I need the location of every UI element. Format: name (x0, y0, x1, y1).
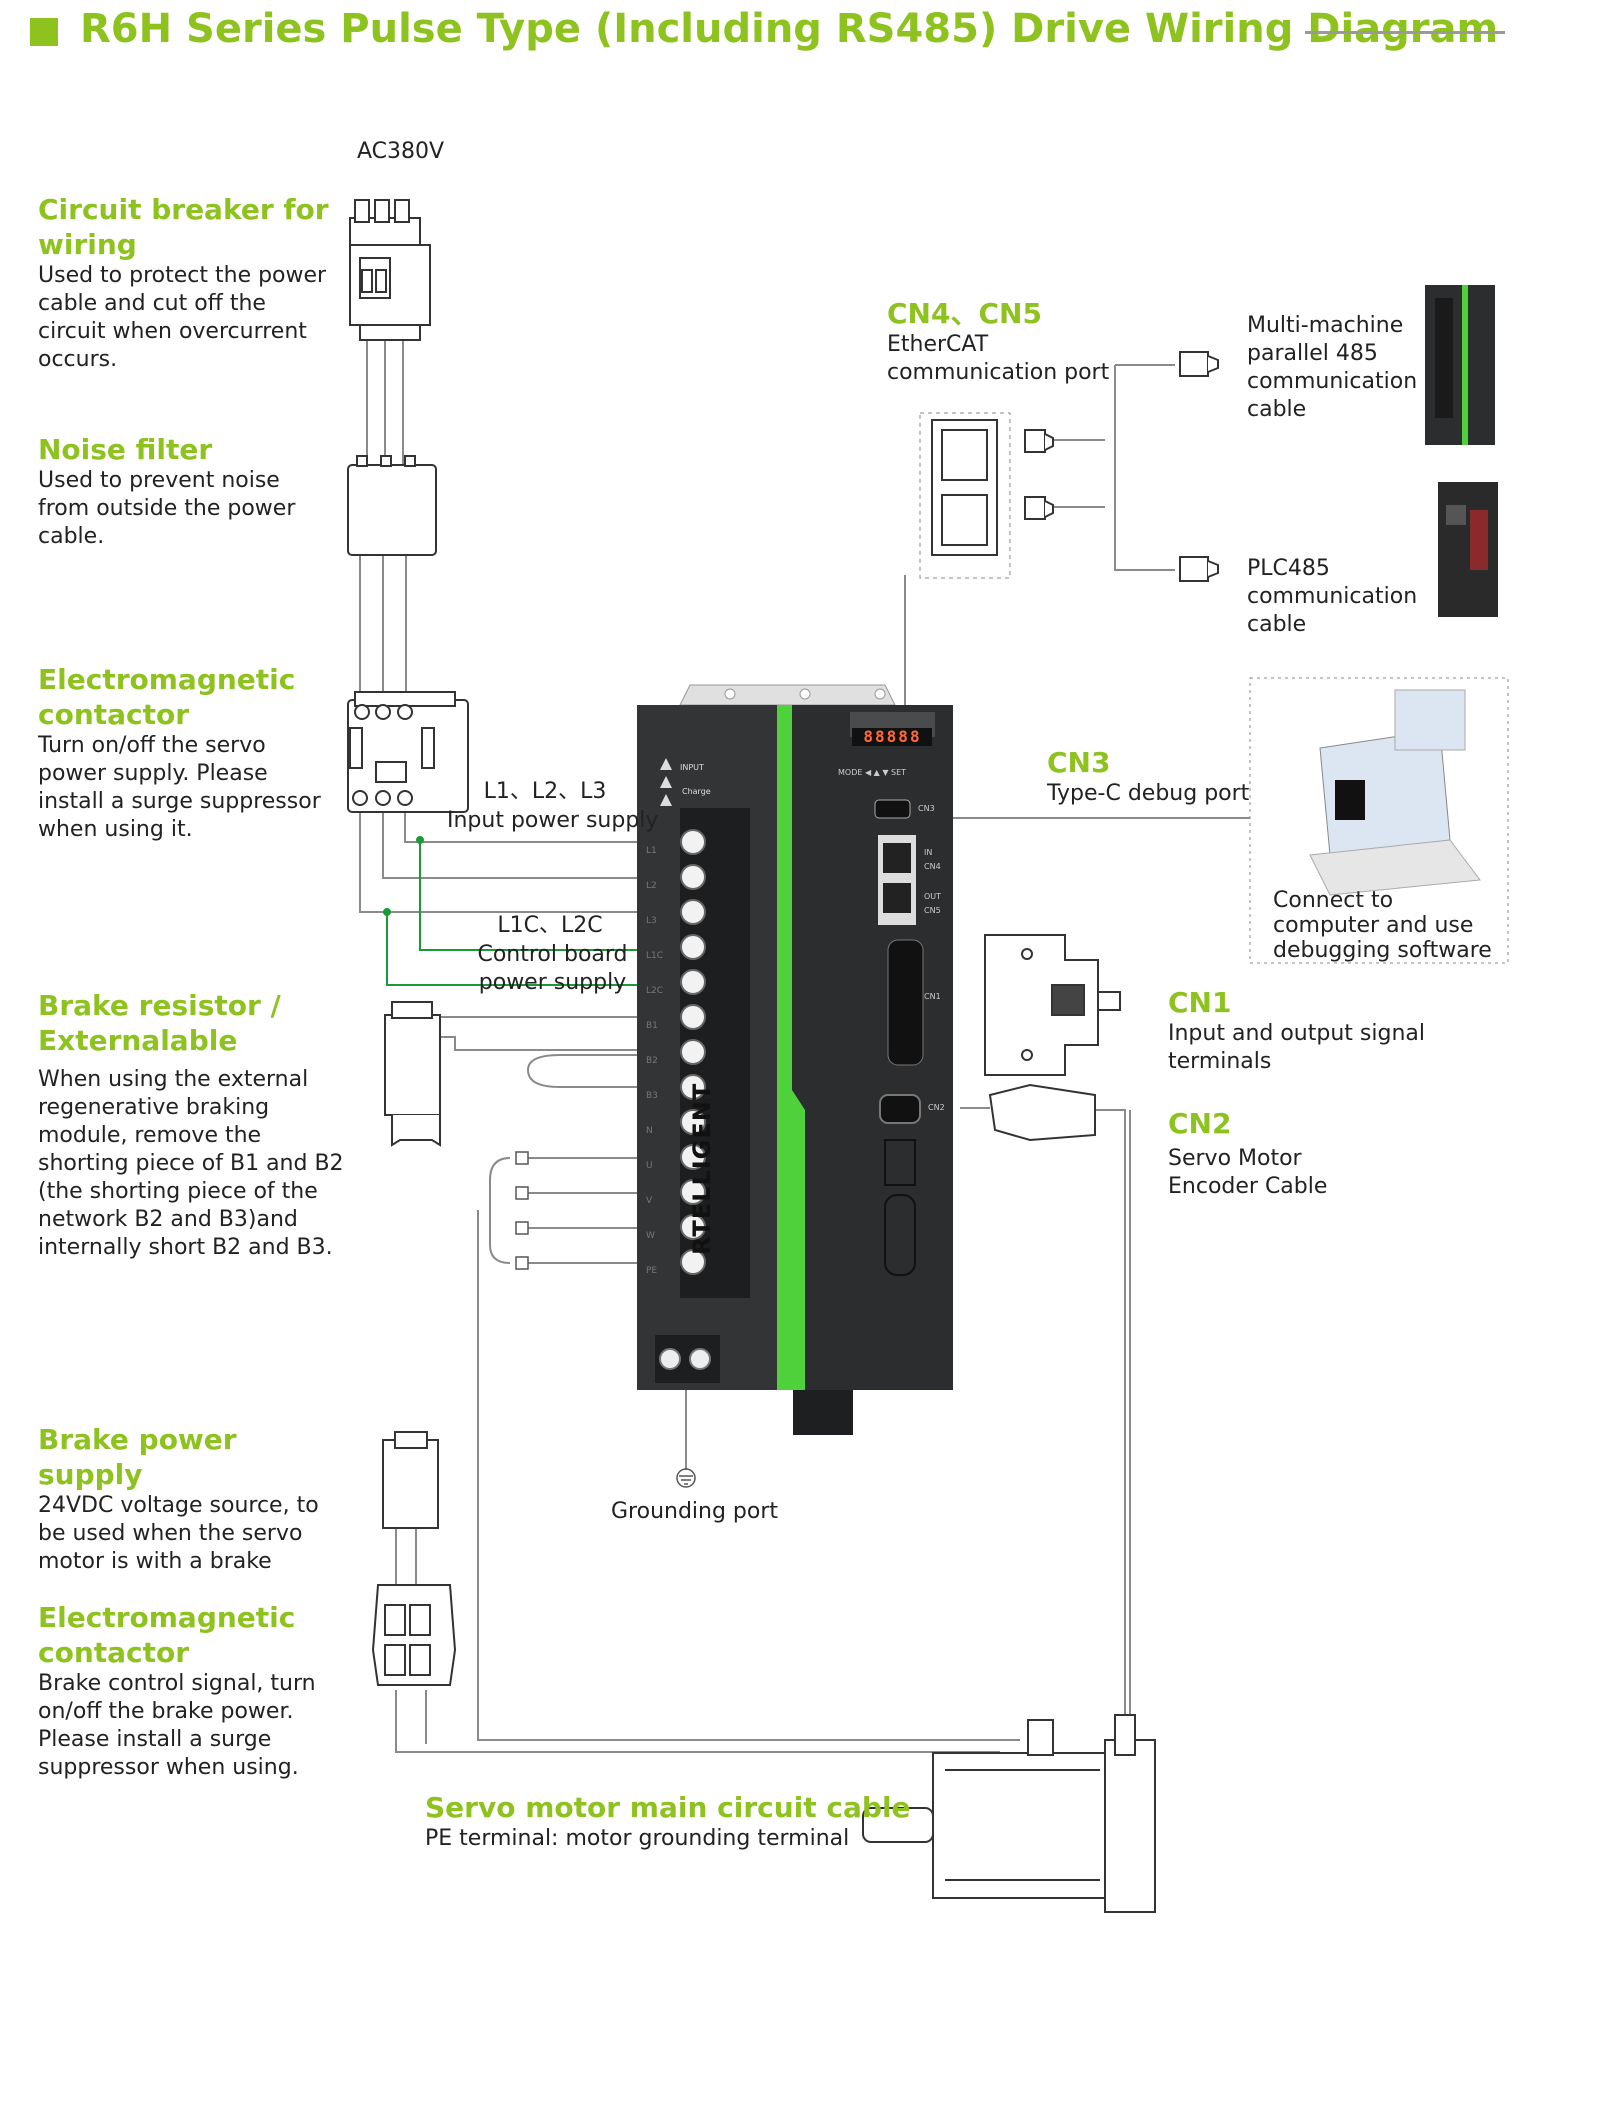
drive-brand: RTELLIGENT (688, 1082, 716, 1255)
port-label-cn4: CN4 (924, 862, 941, 871)
computer-label: Connect to computer and use debugging so… (1273, 888, 1492, 963)
section-heading: Electromagnetic contactor (38, 1601, 296, 1669)
drive-thumbnail-icon (1425, 285, 1495, 445)
circuit-breaker-icon (349, 199, 431, 341)
section-heading: Electromagnetic contactor (38, 663, 296, 731)
terminal-label: L2C (646, 986, 664, 996)
motor-cable-heading: Servo motor main circuit cable (425, 1791, 911, 1824)
section-heading: Noise filter (38, 433, 213, 466)
drive-input-label: INPUT (680, 763, 704, 772)
power-wires (359, 340, 1250, 1753)
terminal-label: L1C (646, 951, 664, 961)
section-noise-filter: Noise filter Used to prevent noise from … (38, 432, 308, 551)
cn3-label: CN3 Type-C debug port (1047, 745, 1267, 808)
ethercat-port-icon (919, 412, 1011, 579)
port-label-cn5: CN5 (924, 906, 941, 915)
port-label-cn1: CN1 (924, 992, 941, 1001)
port-label-cn3: CN3 (918, 804, 935, 813)
terminal-screws (680, 829, 706, 1275)
terminal-label: B2 (646, 1056, 658, 1066)
section-brake-resistor: Brake resistor / Externalable When using… (38, 988, 348, 1262)
section-text: Turn on/off the servo power supply. Plea… (38, 733, 321, 842)
cn1-desc: Input and output signal terminals (1168, 1021, 1425, 1074)
plc485-label: PLC485 communication cable (1247, 556, 1418, 637)
rj45-plug-icon (1024, 351, 1219, 582)
motor-cable-label: Servo motor main circuit cable PE termin… (425, 1790, 911, 1853)
control-wires (383, 836, 680, 986)
section-text: Brake control signal, turn on/off the br… (38, 1671, 316, 1780)
control-power-terminals: L1C、L2C (497, 913, 603, 938)
terminal-label: N (646, 1126, 653, 1136)
cn2-label: CN2 Servo Motor Encoder Cable (1168, 1106, 1368, 1201)
motor-lug-tags (515, 1151, 529, 1270)
drive-charge-label: Charge (682, 787, 711, 796)
cn3-heading: CN3 (1047, 746, 1111, 779)
brake-resistor-icon (384, 1001, 441, 1147)
title-rule (1305, 31, 1505, 34)
ground-icon (676, 1468, 696, 1488)
noise-filter-icon (347, 455, 437, 556)
section-text: Used to prevent noise from outside the p… (38, 468, 296, 549)
title-marker (30, 18, 58, 46)
cn45-heading: CN4、CN5 (887, 297, 1042, 330)
cn2-desc: Servo Motor Encoder Cable (1168, 1146, 1328, 1199)
port-label-cn2: CN2 (928, 1103, 945, 1112)
drive-terminal-labels: L1 L2 L3 L1C L2C B1 B2 B3 N U V W PE (646, 834, 676, 1289)
section-brake-contactor: Electromagnetic contactor Brake control … (38, 1600, 328, 1782)
brake-contactor-icon (371, 1584, 457, 1686)
contactor-icon (347, 691, 469, 813)
cn2-heading: CN2 (1168, 1107, 1232, 1140)
section-text: Used to protect the power cable and cut … (38, 263, 327, 372)
drive-display: 88888 (863, 727, 922, 746)
section-brake-power: Brake power supply 24VDC voltage source,… (38, 1422, 338, 1576)
terminal-label: L1 (646, 846, 657, 856)
plc-thumbnail-icon (1438, 482, 1498, 617)
cn45-desc: EtherCAT communication port (887, 332, 1110, 385)
power-label: AC380V (357, 139, 445, 164)
grounding-label: Grounding port (611, 1499, 779, 1524)
cn1-label: CN1 Input and output signal terminals (1168, 985, 1428, 1076)
section-text: 24VDC voltage source, to be used when th… (38, 1493, 319, 1574)
terminal-label: U (646, 1161, 653, 1171)
servo-motor-icon (862, 1714, 1156, 1913)
terminal-label: W (646, 1231, 655, 1241)
terminal-label: L3 (646, 916, 657, 926)
section-heading: Circuit breaker for wiring (38, 193, 329, 261)
page-title: R6H Series Pulse Type (Including RS485) … (80, 6, 1499, 52)
section-text: When using the external regenerative bra… (38, 1067, 344, 1260)
cn1-connector-icon (984, 934, 1121, 1076)
control-power-desc: Control board power supply (477, 942, 628, 995)
port-label-in: IN (924, 848, 933, 857)
warning-icon (660, 758, 672, 806)
terminal-label: B3 (646, 1091, 658, 1101)
terminal-label: B1 (646, 1021, 658, 1031)
section-heading: Brake power supply (38, 1423, 237, 1491)
section-heading: Brake resistor / Externalable (38, 989, 281, 1057)
input-power-desc: Input power supply (447, 808, 659, 833)
input-power-terminals: L1、L2、L3 (483, 779, 607, 804)
section-circuit-breaker: Circuit breaker for wiring Used to prote… (38, 192, 338, 374)
terminal-label: V (646, 1196, 653, 1206)
drive-keys: MODE ◀ ▲ ▼ SET (838, 768, 907, 777)
cn1-heading: CN1 (1168, 986, 1232, 1019)
cn45-label: CN4、CN5 EtherCAT communication port (887, 296, 1137, 387)
computer-icon (1249, 677, 1509, 964)
cn3-desc: Type-C debug port (1047, 781, 1250, 806)
multi485-label: Multi-machine parallel 485 communication… (1247, 313, 1418, 422)
section-contactor: Electromagnetic contactor Turn on/off th… (38, 662, 338, 844)
motor-cable-desc: PE terminal: motor grounding terminal (425, 1826, 850, 1851)
cn2-connector-icon (988, 1083, 1096, 1142)
brake-power-supply-icon (382, 1431, 439, 1529)
terminal-label: PE (646, 1266, 658, 1276)
port-label-out: OUT (924, 892, 942, 901)
terminal-label: L2 (646, 881, 657, 891)
